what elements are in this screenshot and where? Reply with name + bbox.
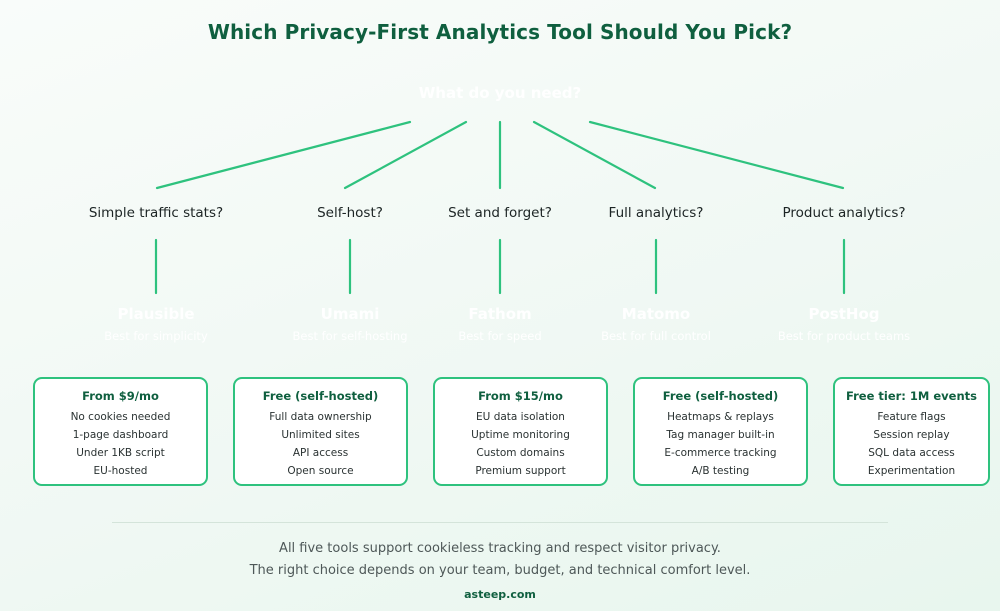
tool-name-plausible: Plausible: [117, 305, 195, 323]
card-feature: Feature flags: [877, 411, 946, 423]
card-feature: Heatmaps & replays: [667, 411, 774, 423]
footer-text-1: All five tools support cookieless tracki…: [279, 541, 721, 556]
card-price: From $15/mo: [478, 389, 563, 403]
card-feature: Session replay: [873, 429, 950, 441]
connector-root-posthog: [588, 120, 845, 190]
card-feature: Unlimited sites: [281, 429, 360, 441]
card-feature: EU data isolation: [476, 411, 565, 423]
card-feature: EU-hosted: [93, 465, 148, 477]
tool-tagline-matomo: Best for full control: [601, 329, 711, 343]
card-feature: Premium support: [475, 465, 566, 477]
card-matomo: Free (self-hosted) Heatmaps & replays Ta…: [633, 377, 808, 486]
card-feature: No cookies needed: [70, 411, 171, 423]
page-title: Which Privacy-First Analytics Tool Shoul…: [207, 20, 793, 44]
footer-divider: [112, 522, 888, 523]
connector-root-plausible: [155, 120, 412, 190]
footer-text-2: The right choice depends on your team, b…: [249, 563, 751, 578]
tool-tagline-fathom: Best for speed: [458, 329, 542, 343]
card-plausible: From $9/mo No cookies needed 1-page dash…: [33, 377, 208, 486]
connector-root-matomo: [532, 120, 657, 190]
card-feature: E-commerce tracking: [664, 447, 777, 459]
brand-link[interactable]: asteep.com: [464, 588, 536, 601]
tool-name-matomo: Matomo: [621, 305, 691, 323]
question-posthog: Product analytics?: [782, 205, 906, 221]
card-feature: Custom domains: [476, 447, 565, 459]
card-feature: A/B testing: [691, 465, 750, 477]
card-feature: Experimentation: [867, 465, 956, 477]
question-plausible: Simple traffic stats?: [88, 205, 224, 221]
card-fathom: From $15/mo EU data isolation Uptime mon…: [433, 377, 608, 486]
card-price: Free (self-hosted): [662, 389, 779, 403]
card-feature: 1-page dashboard: [72, 429, 169, 441]
card-feature: API access: [292, 447, 349, 459]
question-matomo: Full analytics?: [608, 205, 704, 221]
card-umami: Free (self-hosted) Full data ownership U…: [233, 377, 408, 486]
root-question: What do you need?: [418, 84, 582, 102]
question-umami: Self-host?: [317, 205, 383, 221]
connector-root-umami: [343, 120, 468, 190]
card-price: From $9/mo: [82, 389, 159, 403]
question-fathom: Set and forget?: [448, 205, 552, 221]
card-feature: Open source: [287, 465, 354, 477]
card-price: Free tier: 1M events: [846, 389, 977, 403]
card-feature: Full data ownership: [269, 411, 372, 423]
card-feature: Uptime monitoring: [471, 429, 570, 441]
tool-name-posthog: PostHog: [808, 305, 880, 323]
card-feature: Tag manager built-in: [666, 429, 775, 441]
card-feature: Under 1KB script: [76, 447, 165, 459]
card-posthog: Free tier: 1M events Feature flags Sessi…: [833, 377, 990, 486]
card-feature: SQL data access: [868, 447, 955, 459]
tool-tagline-umami: Best for self-hosting: [292, 329, 408, 343]
card-price: Free (self-hosted): [262, 389, 379, 403]
tool-name-umami: Umami: [320, 305, 380, 323]
tool-tagline-posthog: Best for product teams: [777, 329, 911, 343]
tool-name-fathom: Fathom: [468, 305, 532, 323]
tool-tagline-plausible: Best for simplicity: [104, 329, 208, 343]
